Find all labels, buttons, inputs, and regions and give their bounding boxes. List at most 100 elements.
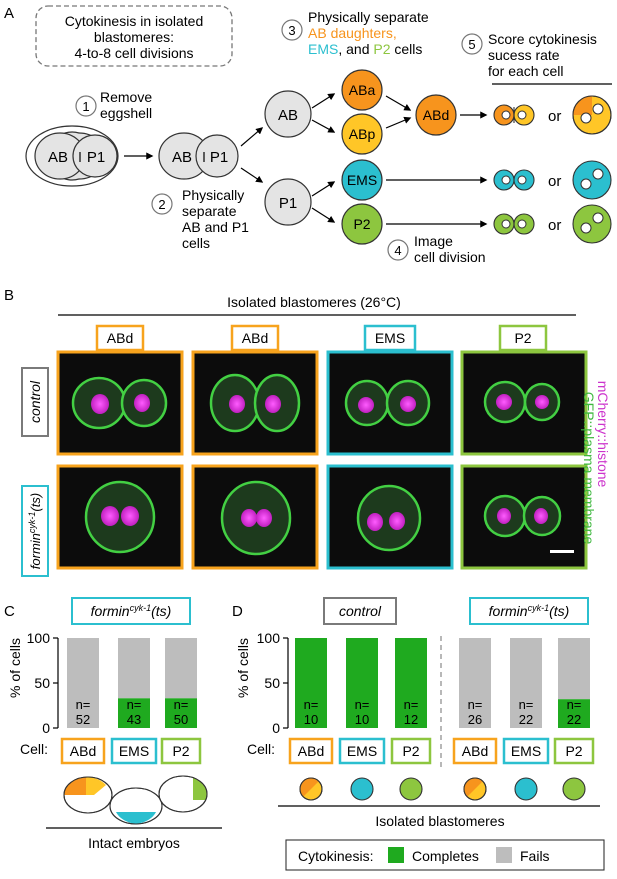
intro-line-1: Cytokinesis in isolated	[65, 13, 204, 29]
n-prefix-label: n=	[567, 697, 582, 712]
step-5-line-3: for each cell	[488, 63, 563, 79]
cell-ab	[264, 90, 312, 138]
step-3-number: 3	[288, 23, 295, 38]
step-5-line-1: Score cytokinesis	[488, 31, 597, 47]
bar-completes-p2	[395, 638, 427, 728]
step-2-line-3: AB and P1	[182, 219, 249, 235]
n-value-label: 10	[355, 712, 369, 727]
panel-d-cell-4: ABd	[462, 743, 488, 759]
panel-d-cell-3: P2	[402, 743, 419, 759]
bar-fails-abd	[67, 638, 99, 728]
micrograph-control-abd-1	[56, 350, 184, 456]
bar-completes-ems	[346, 638, 378, 728]
panel-d-cell-box-3	[390, 737, 432, 765]
or-p2: or	[548, 217, 561, 234]
step-3-line-3: EMS, and P2 cells	[308, 41, 422, 57]
row-label-formin: formincyk-1(ts)	[27, 493, 43, 569]
panel-c-cell-box-abd	[60, 737, 106, 765]
p1-blob	[72, 134, 118, 178]
step-4-number: 4	[394, 243, 401, 258]
n-prefix-label: n=	[174, 697, 189, 712]
embryo-p1-label: P1	[87, 149, 105, 166]
row-label-box-control	[21, 367, 49, 437]
micrograph-control-ems	[326, 350, 454, 456]
n-prefix-label: n=	[127, 697, 142, 712]
bar-fails-ems	[118, 638, 150, 699]
step-2-circle	[151, 193, 173, 215]
panel-d-caption: Isolated blastomeres	[375, 813, 504, 829]
step-1-line-2: eggshell	[100, 105, 152, 121]
n-value-label: 10	[304, 712, 318, 727]
legend-swatch-completes	[388, 847, 404, 863]
panel-d-header-formin-suffix: (ts)	[549, 603, 569, 619]
n-value-label: 50	[174, 712, 188, 727]
or-ems: or	[548, 173, 561, 190]
step-3-p2: P2	[373, 41, 390, 57]
panel-c-header-box	[71, 597, 191, 625]
micrograph-formin-p2	[460, 464, 588, 570]
n-prefix-label: n=	[468, 697, 483, 712]
panel-c-header-suffix: (ts)	[151, 603, 171, 619]
ems-divided	[493, 169, 535, 191]
p2-divided	[493, 213, 535, 235]
panel-letter-c: C	[4, 603, 15, 620]
panel-d-cell-2: EMS	[347, 743, 377, 759]
step-2-line-2: separate	[182, 203, 237, 219]
panel-d-cell-box-2	[338, 737, 386, 765]
panel-d-cell-box-1	[288, 737, 334, 765]
row-label-box-formin	[21, 485, 49, 577]
panel-d-ylabel: % of cells	[235, 638, 251, 698]
panel-c-caption: Intact embryos	[88, 835, 180, 851]
panel-c-header-base: formin	[91, 603, 130, 619]
step-4-circle	[387, 239, 409, 261]
y-tick-label: 50	[34, 675, 50, 691]
panel-d-dot-ems-2	[514, 777, 538, 801]
naked-ab-label: AB	[172, 149, 192, 166]
scale-bar	[550, 550, 574, 553]
panel-c-cell-label: Cell:	[20, 741, 48, 757]
side-label-histone: mCherry::histone	[595, 381, 611, 488]
panel-c-cell-abd: ABd	[70, 743, 96, 759]
y-tick-label: 100	[257, 630, 281, 646]
step-2-line-1: Physically	[182, 187, 244, 203]
n-prefix-label: n=	[519, 697, 534, 712]
bar-fails-p2	[558, 638, 590, 700]
n-value-label: 12	[404, 712, 418, 727]
panel-c-cell-box-p2	[160, 737, 202, 765]
arrow-to-ab	[240, 127, 264, 147]
step-3-line-2: AB daughters,	[308, 25, 397, 41]
step-1-number: 1	[82, 99, 89, 114]
step-2-number: 2	[158, 197, 165, 212]
step-2-line-4: cells	[182, 235, 210, 251]
cell-abp	[341, 113, 383, 155]
panel-d-cell-6: P2	[565, 743, 582, 759]
y-tick-label: 100	[27, 630, 51, 646]
cell-p2-label: P2	[353, 216, 370, 232]
panel-d-header-control-box	[323, 597, 397, 625]
panel-d-dot-p2-1	[399, 777, 423, 801]
panel-d-dot-ems-1	[350, 777, 374, 801]
step-3-and: , and	[338, 41, 373, 57]
step-3-line-1: Physically separate	[308, 9, 429, 25]
panel-d-header-formin-box	[469, 597, 589, 625]
panel-d-header-formin-sup: cyk-1	[528, 603, 550, 613]
panel-d-cell-box-6	[553, 737, 595, 765]
cell-ab-label: AB	[278, 107, 298, 124]
intro-line-2: blastomeres:	[94, 29, 174, 45]
n-value-label: 26	[468, 712, 482, 727]
panel-d-dot-abd-1	[299, 777, 323, 801]
panel-d-header-formin: formincyk-1(ts)	[489, 603, 570, 619]
col-label-2: ABd	[242, 330, 268, 346]
panel-letter-b: B	[4, 287, 14, 304]
micrograph-formin-abd-2	[191, 464, 319, 570]
abd-failed	[572, 95, 612, 135]
intro-box	[35, 5, 233, 67]
n-prefix-label: n=	[304, 697, 319, 712]
panel-letter-d: D	[232, 603, 243, 620]
panel-d-header-formin-base: formin	[489, 603, 528, 619]
col-label-3: EMS	[375, 330, 405, 346]
step-5-circle	[461, 33, 483, 55]
